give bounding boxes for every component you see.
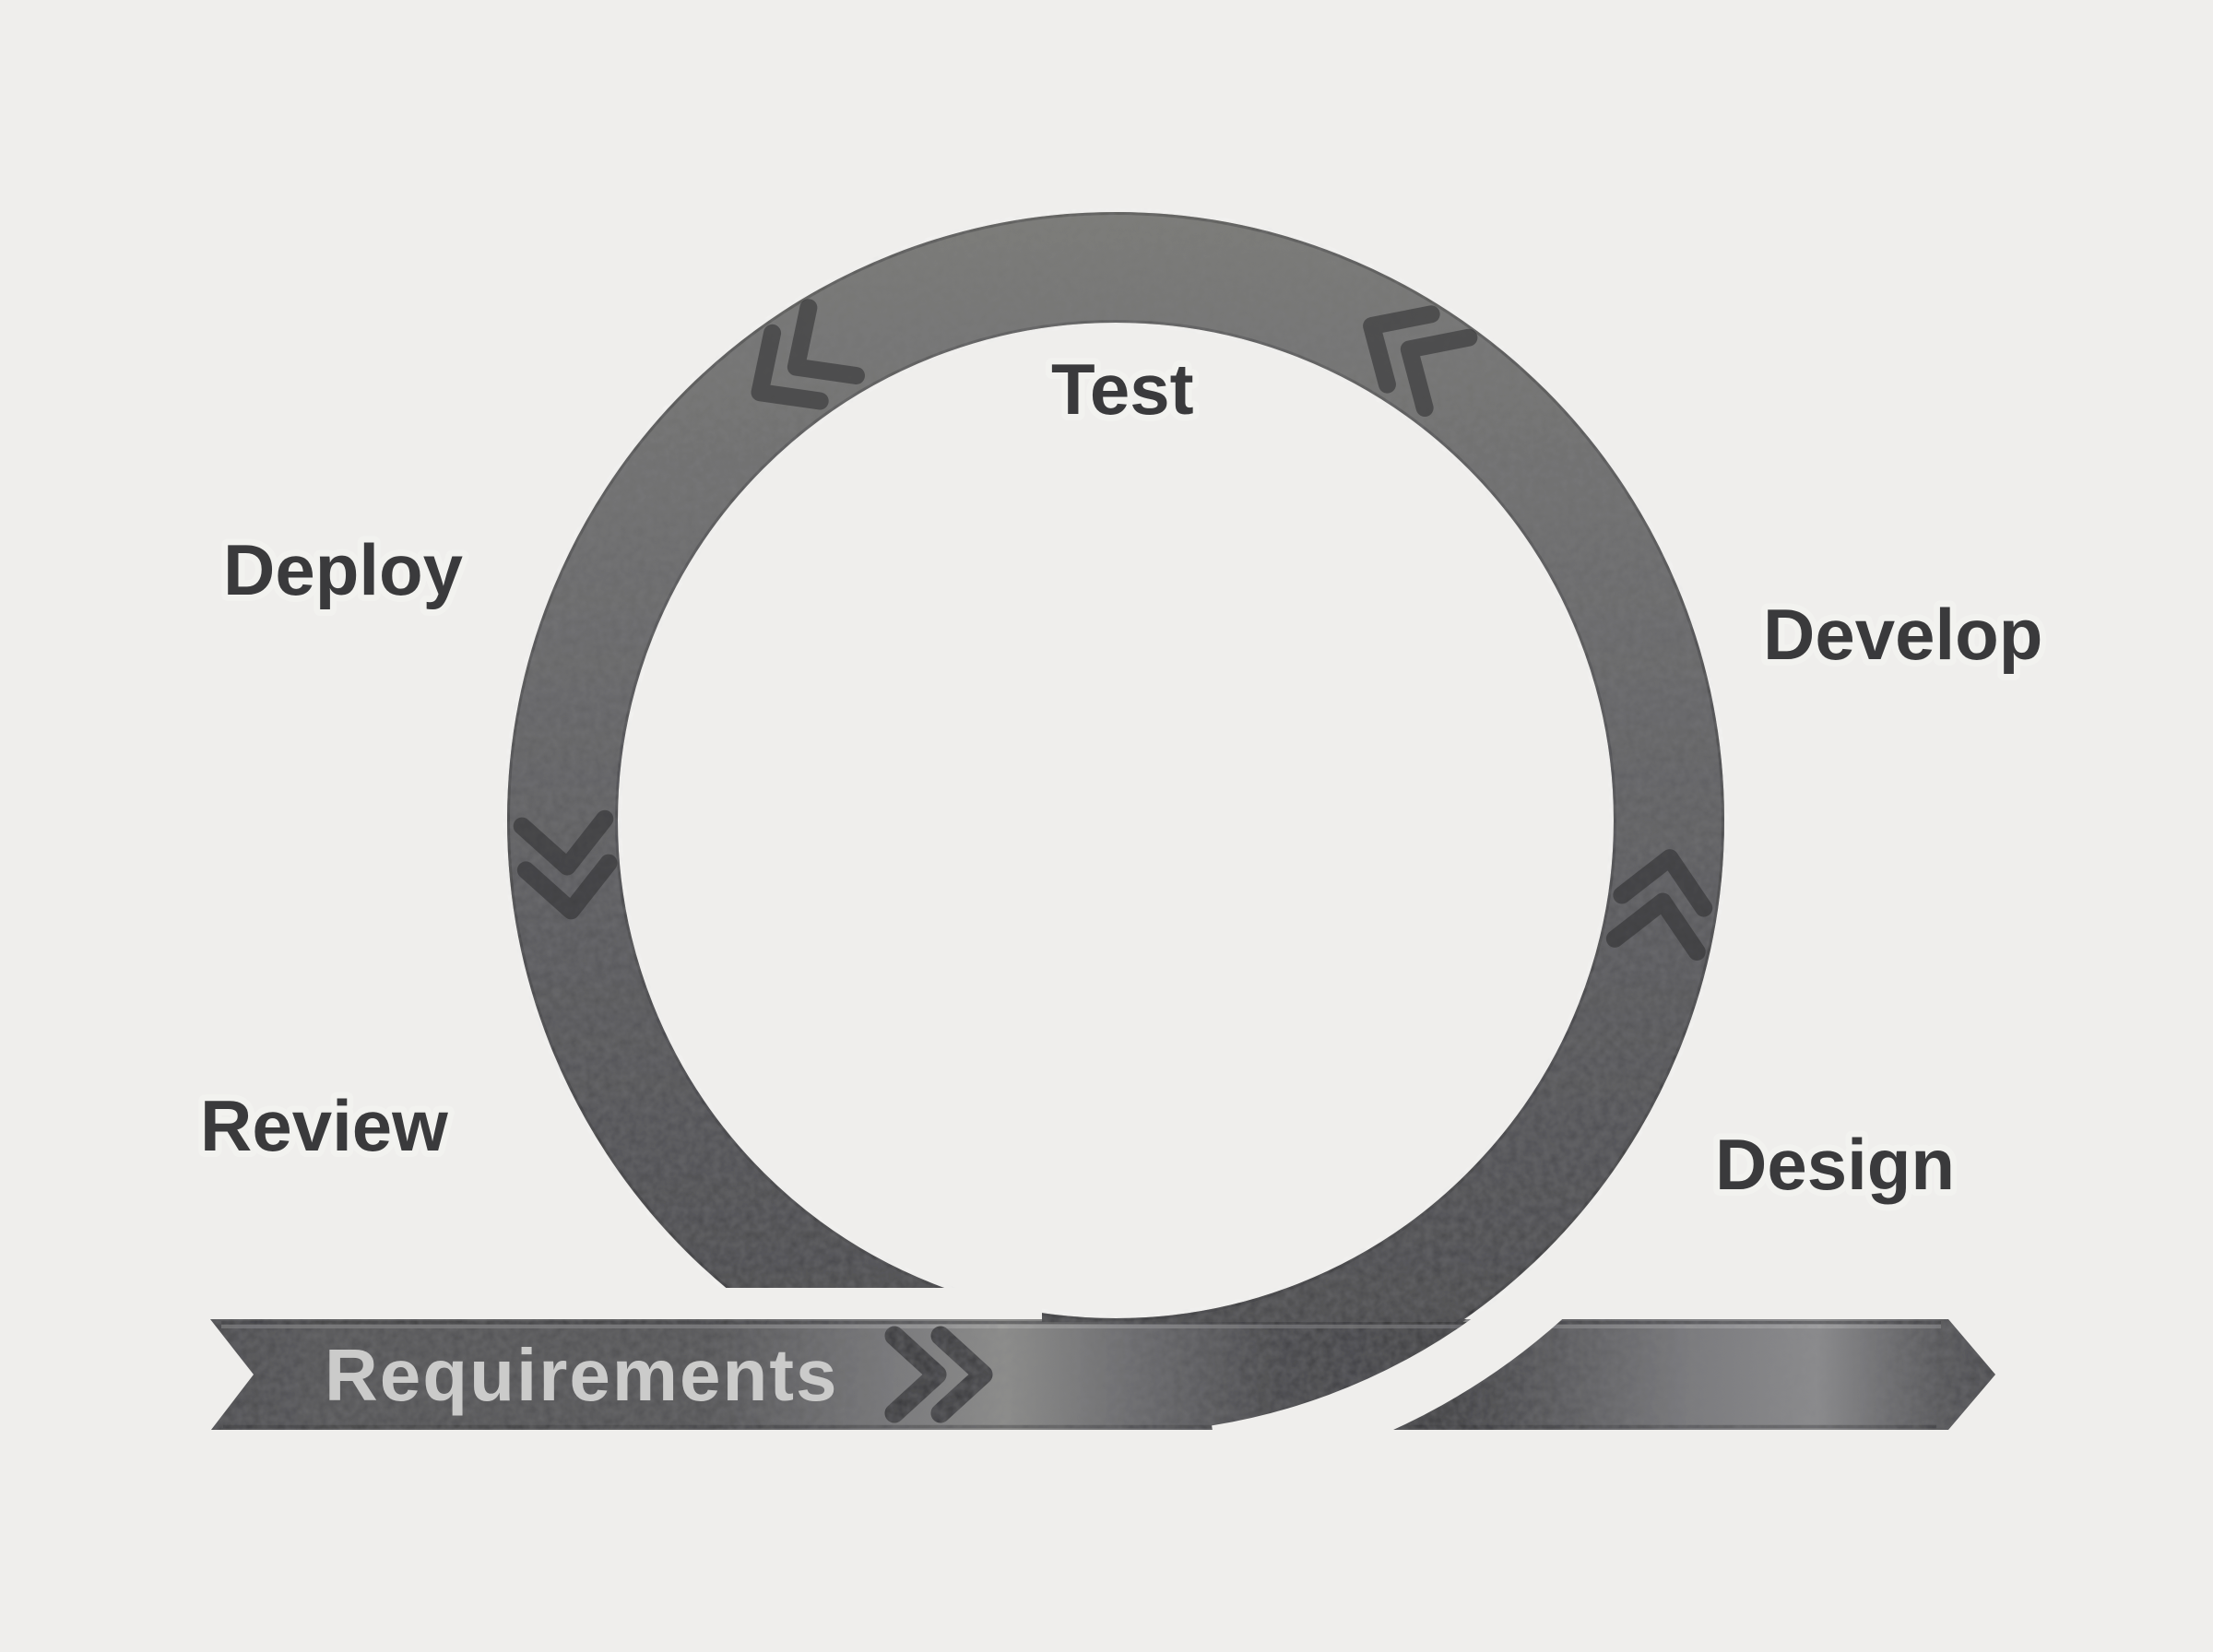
banner-label: Requirements	[325, 1334, 838, 1416]
banner-ribbon-shape	[210, 1319, 1995, 1430]
stage-label-design: Design	[1715, 1124, 1955, 1205]
stage-label-test: Test	[1051, 348, 1194, 430]
banner-flow-chevron-icon	[884, 1326, 993, 1423]
ring-chevron-top-right-icon	[1363, 305, 1478, 418]
stage-label-develop: Develop	[1763, 594, 2042, 675]
sprint-loop-ring	[503, 207, 1729, 1322]
requirements-banner	[210, 1319, 1995, 1430]
ring-chevron-left-icon	[513, 809, 618, 920]
ribbon-gap	[1212, 1172, 1664, 1482]
stage-label-review: Review	[200, 1085, 448, 1166]
ring-chevron-top-left-icon	[751, 299, 865, 410]
stage-label-deploy: Deploy	[223, 529, 463, 610]
ring-chevron-right-icon	[1605, 849, 1713, 961]
